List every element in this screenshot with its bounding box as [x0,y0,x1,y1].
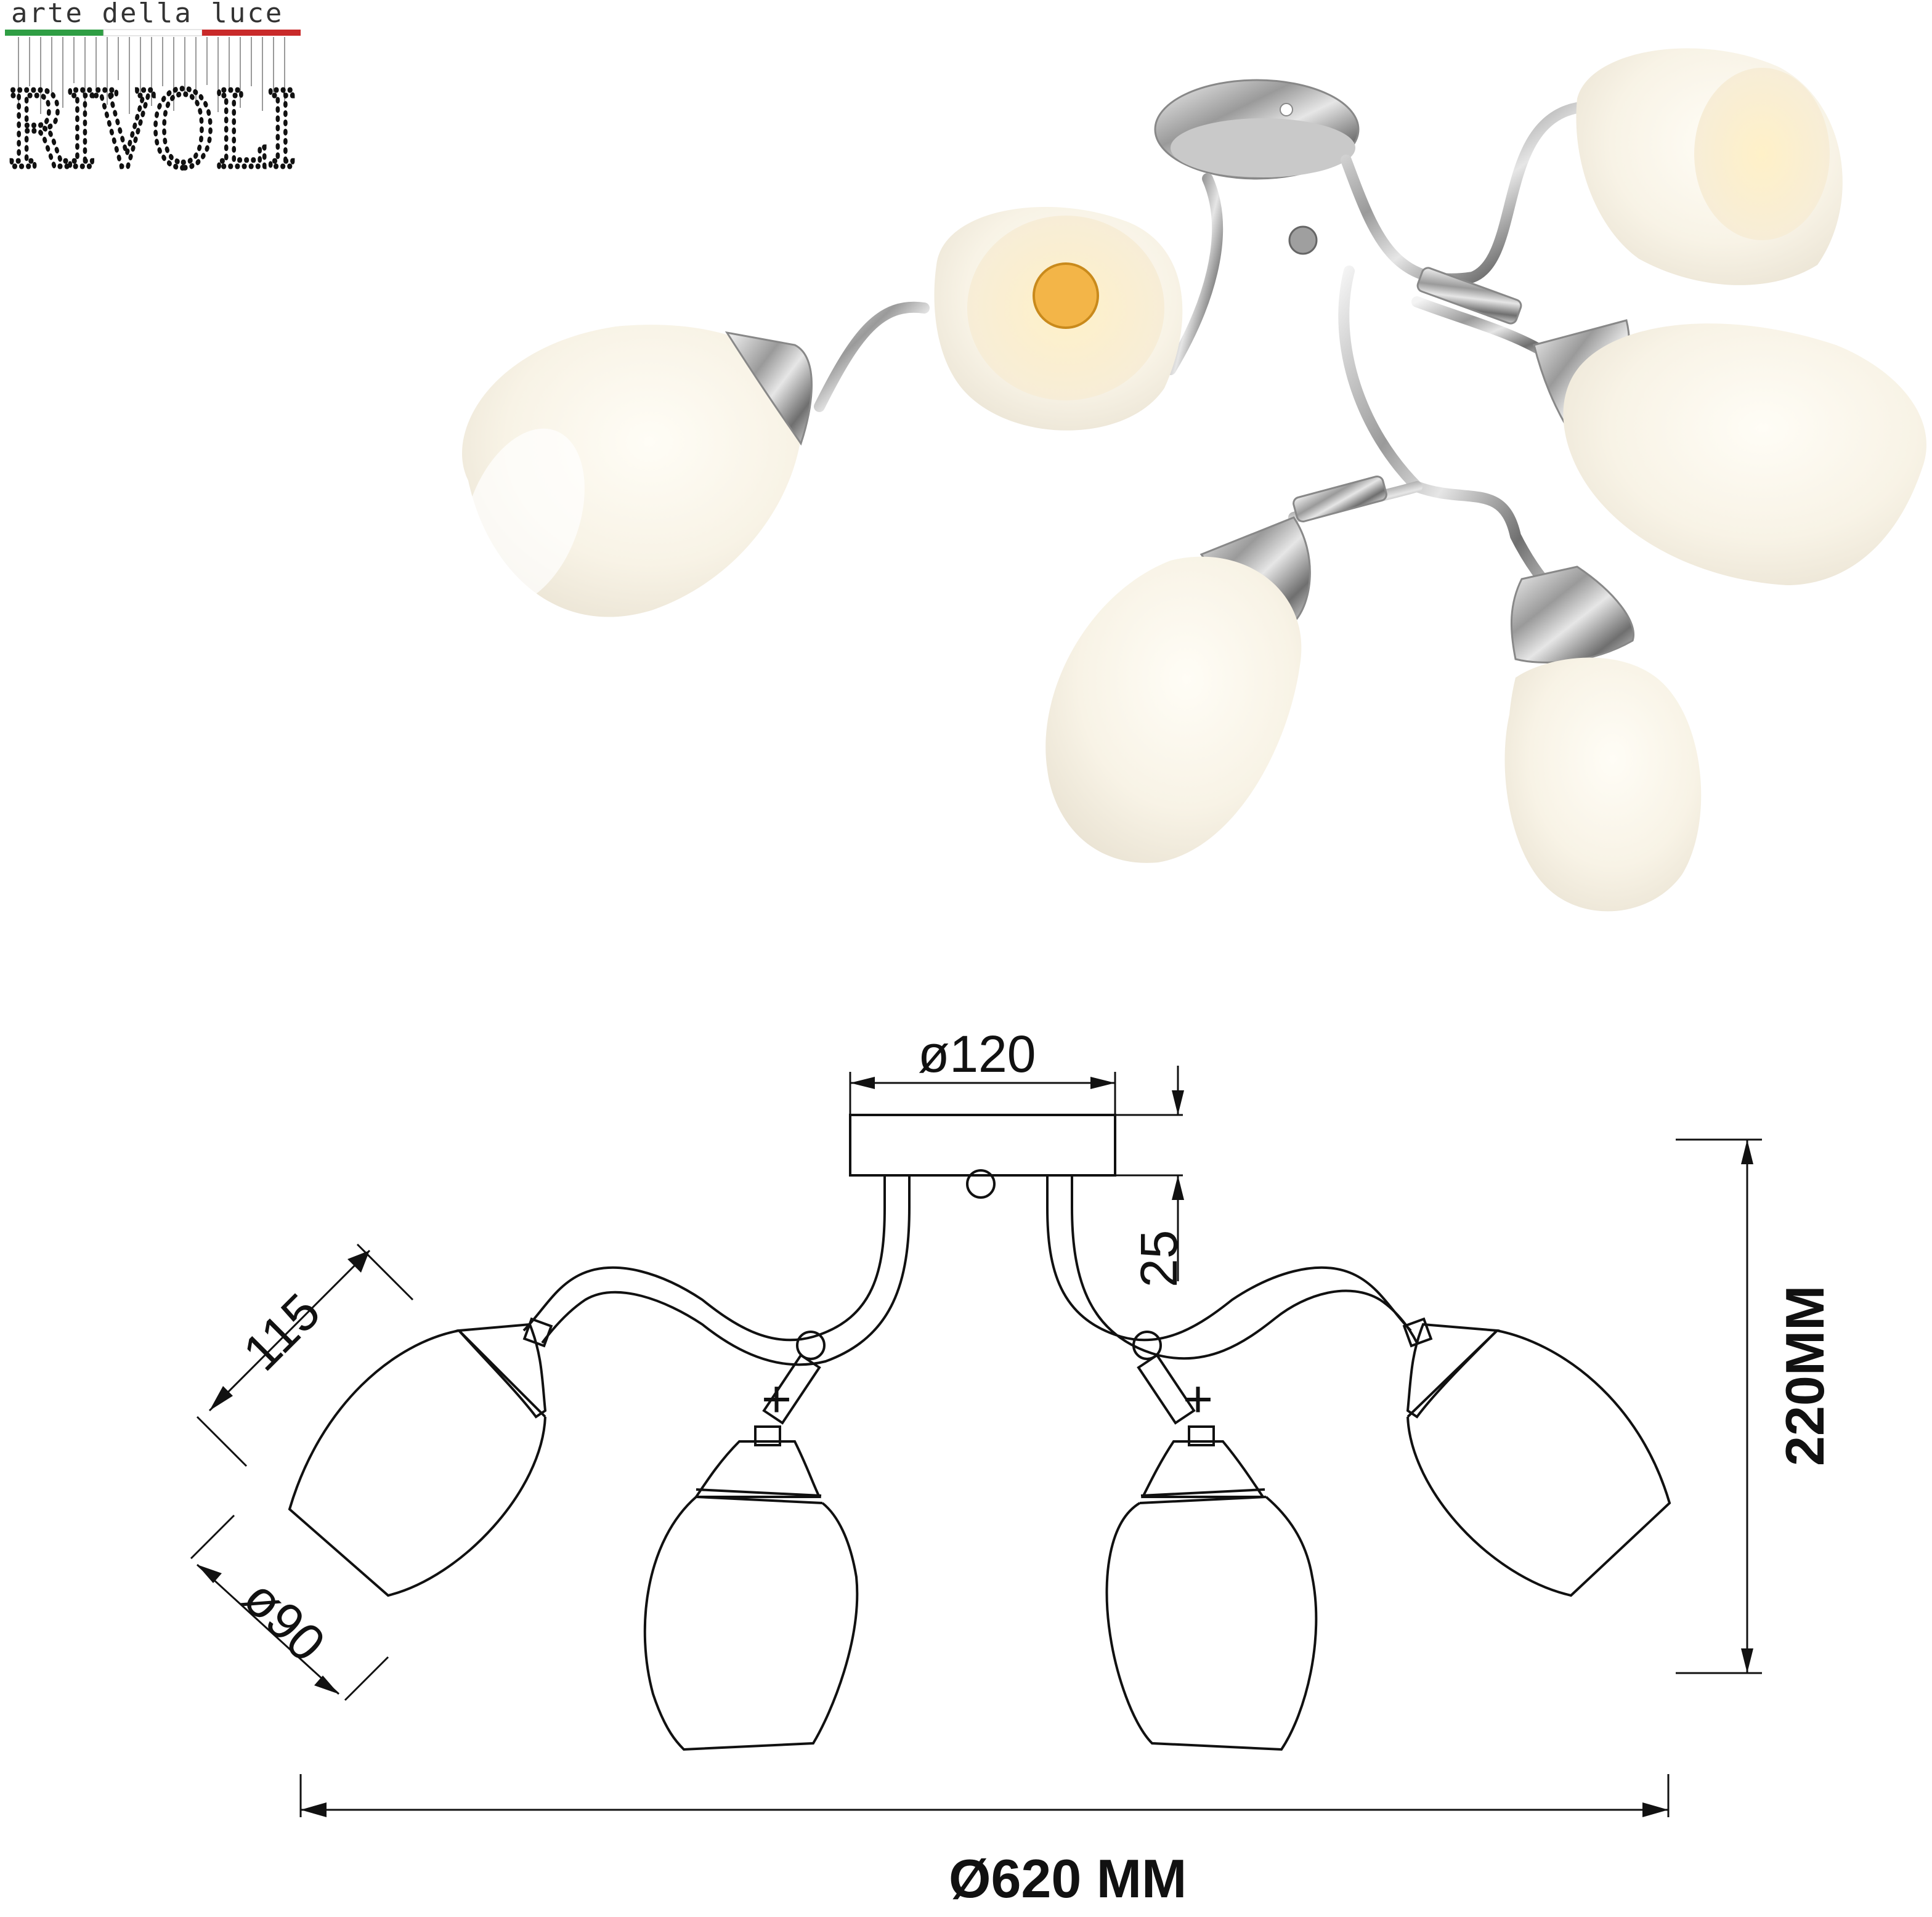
arm-rod-4 [1338,265,1570,609]
dim-arm-length: 115 [196,1243,414,1467]
dim-canopy-diameter: ø120 [849,1025,1116,1115]
drawing-shade-left [288,1323,547,1597]
drawing-shade-mid-right [1105,1425,1318,1751]
dim-canopy-height-label: 25 [1130,1230,1188,1287]
lamp-shade-bottom-center [1045,516,1311,863]
arm-rod-1 [1165,173,1224,375]
dim-overall-diameter: Ø620 MM [299,1774,1670,1909]
canopy-center-nut [1288,225,1318,255]
dim-arm-length-label: 115 [232,1283,331,1382]
arm-connector-2 [1416,267,1522,325]
dim-height: 220MM [1676,1138,1835,1674]
canopy-underside [1171,118,1355,177]
lamp-shade-left [462,325,813,617]
canopy-screw-hole [1280,103,1293,116]
technical-drawing: + + [190,1025,1835,1909]
lamp-shade-bottom-right [1504,565,1702,912]
dim-shade-diameter: ø90 [190,1514,389,1701]
dim-canopy-diameter-label: ø120 [918,1025,1036,1083]
brand-tagline: arte della luce [11,0,283,29]
logo-hanging-strands [18,37,285,114]
lamp-shade-right [1533,319,1927,585]
flag-stripe-white [103,29,203,36]
drawing-knob-left [522,1317,553,1348]
drawing-arm-right [1046,1175,1418,1360]
plus-mark-left: + [761,1370,792,1428]
drawing-joint-left [796,1331,826,1360]
dim-shade-diameter-label: ø90 [232,1568,336,1672]
flag-stripe-red [202,30,301,36]
drawing-canopy [849,1114,1116,1177]
lamp-shade-top-right [1576,48,1843,285]
product-photo [462,48,1927,912]
arm-rod-2 [814,301,930,412]
drawing-knob-right [1402,1317,1433,1348]
drawing-joint-right [1132,1331,1162,1360]
light-bulb [1033,262,1099,329]
arm-connector-1 [1293,476,1387,522]
dim-overall-diameter-label: Ø620 MM [949,1848,1187,1909]
arm-rod-3 [1341,102,1583,285]
drawing-shade-right [1406,1323,1671,1597]
brand-name: RIVOLI [7,70,297,192]
drawing-stem-left [762,1353,821,1425]
flag-stripe-green [5,30,104,36]
drawing-arm-left [522,1175,911,1366]
brand-logo: arte della luce RIVOLI [5,0,301,195]
drawing-shade-mid-left [643,1425,859,1751]
drawing-stem-right [1137,1353,1196,1425]
dim-canopy-height: 25 [1115,1066,1188,1287]
drawing-canopy-screw [966,1169,996,1199]
plus-mark-right: + [1183,1370,1213,1428]
dim-height-label: 220MM [1774,1286,1835,1466]
lamp-shade-center [934,206,1183,431]
